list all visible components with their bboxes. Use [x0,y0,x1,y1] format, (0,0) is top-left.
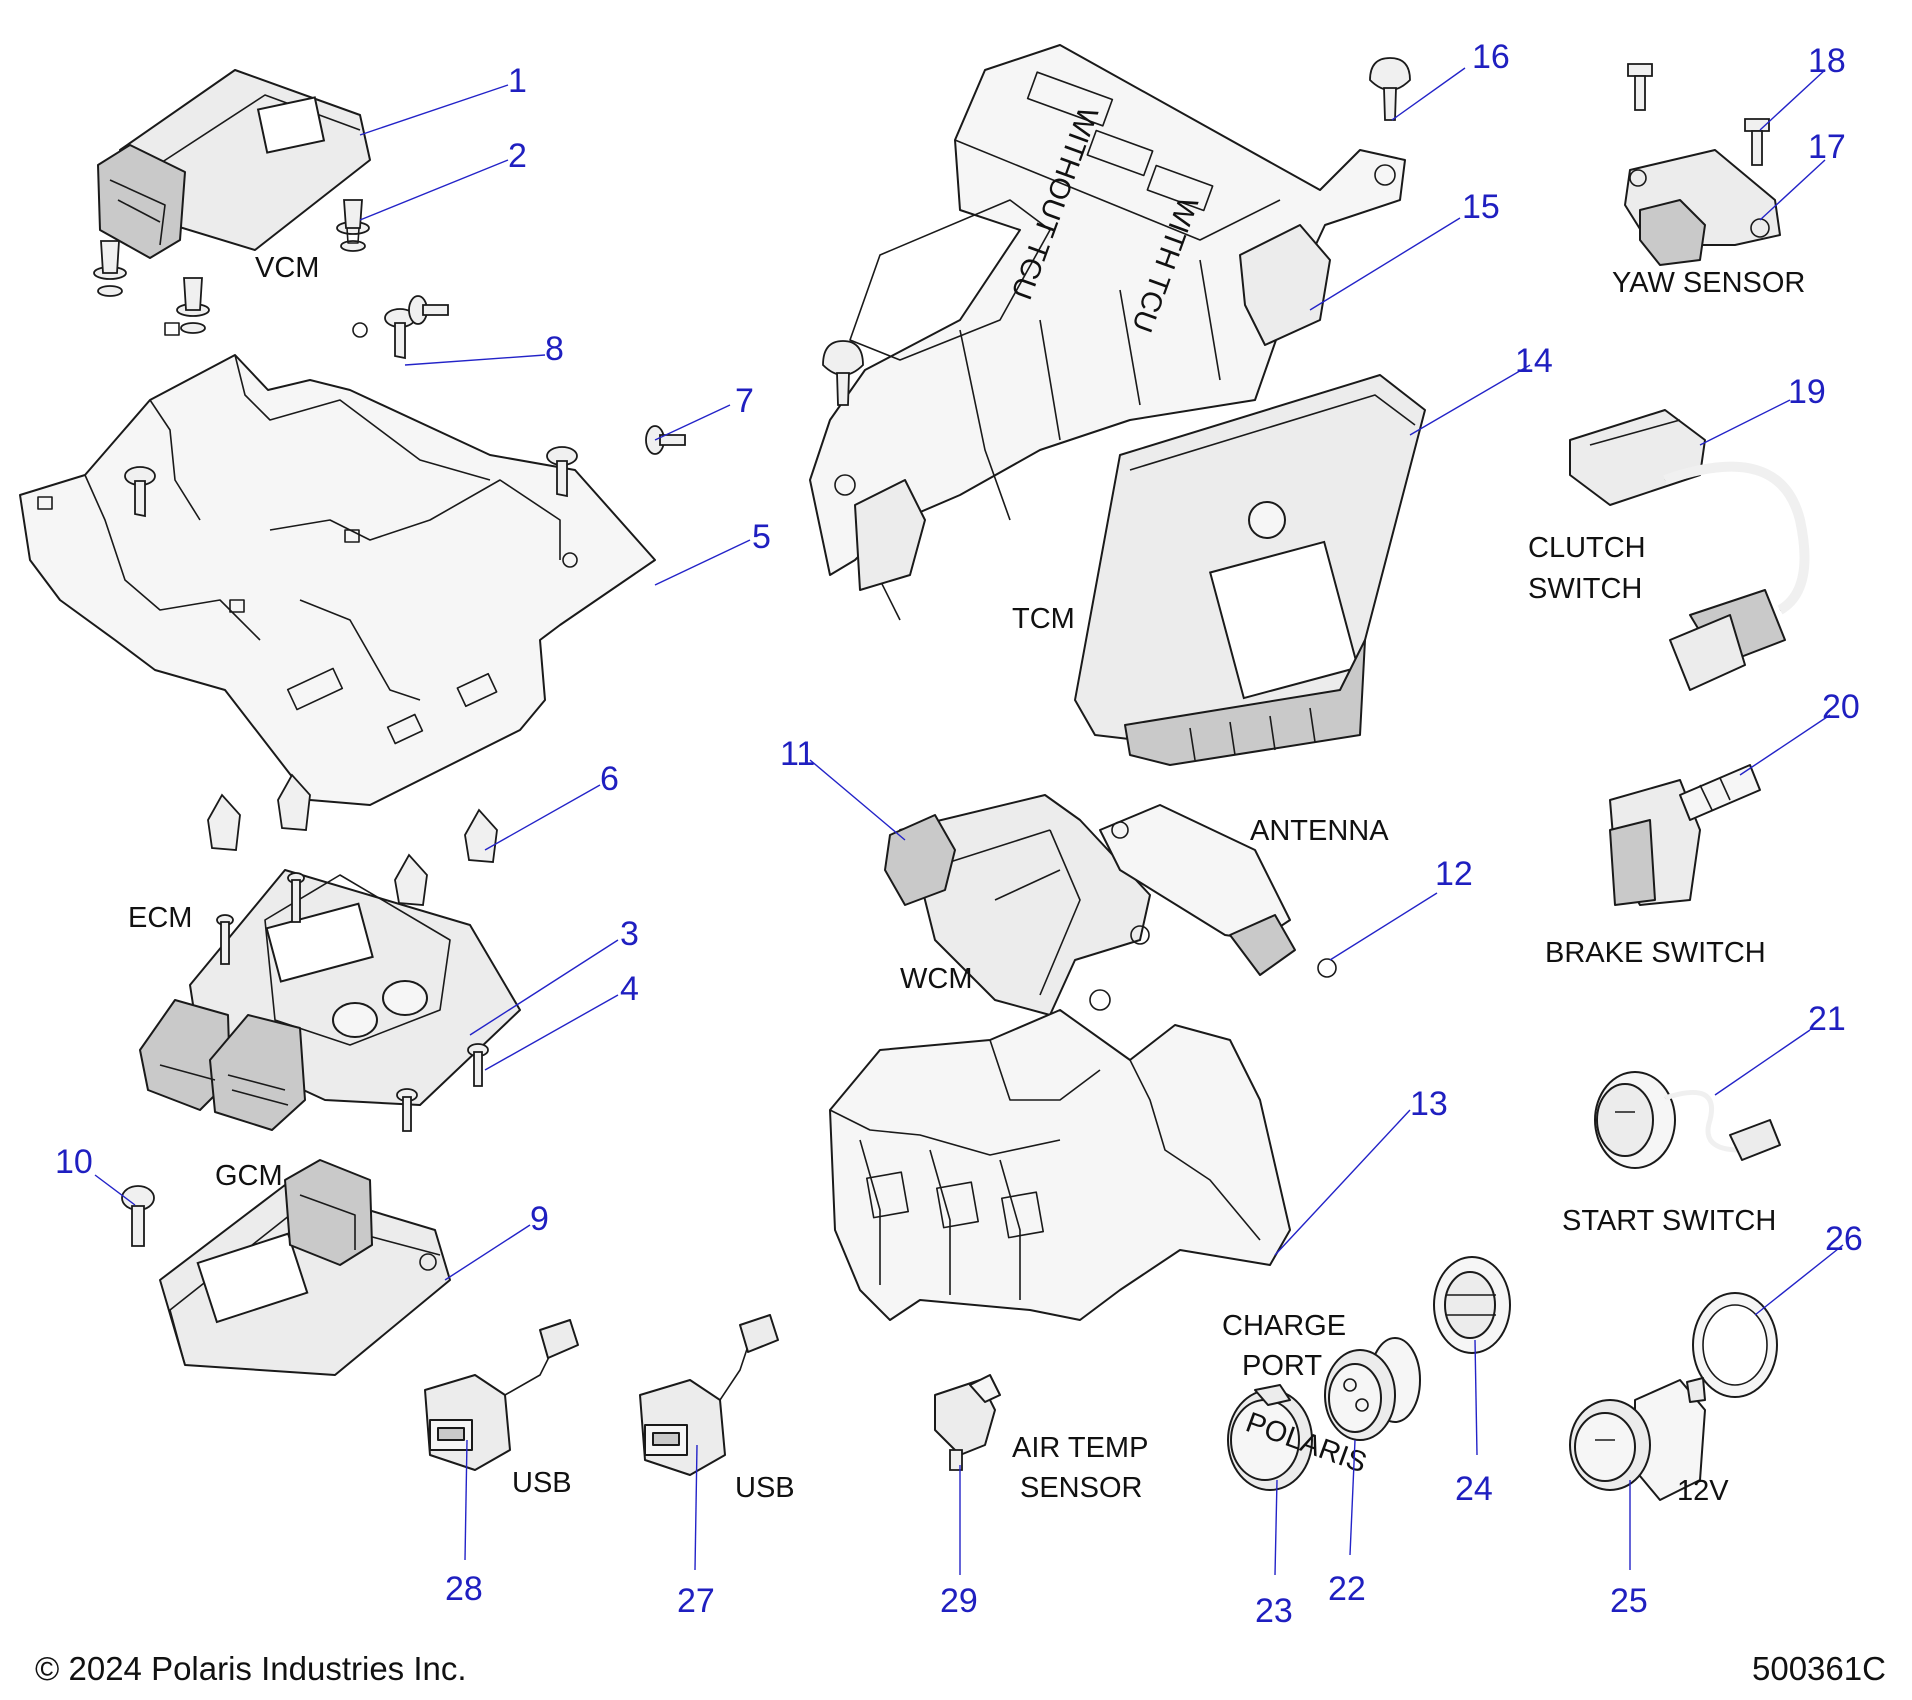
antenna [1099,804,1337,978]
label-brake-switch: BRAKE SWITCH [1545,937,1766,969]
callout-19: 19 [1788,373,1826,411]
callout-21: 21 [1808,1000,1846,1038]
callout-numbers: 1 2 3 4 5 6 7 8 9 10 11 12 13 14 15 16 1… [55,38,1863,1630]
gcm-module [159,1159,451,1376]
tcm-tray: WITHOUT TCU WITH TCU [809,44,1406,621]
tcm-module [1074,374,1426,766]
callout-6: 6 [600,760,619,798]
callout-8: 8 [545,330,564,368]
label-gcm: GCM [215,1160,283,1192]
bracket-screws [124,295,686,518]
label-antenna: ANTENNA [1250,815,1389,847]
callout-20: 20 [1822,688,1860,726]
callout-16: 16 [1472,38,1510,76]
callout-1: 1 [508,62,527,100]
label-charge-port-line1: CHARGE [1222,1310,1346,1342]
brake-switch [1609,764,1761,906]
vcm-push-pins [93,199,370,334]
usb-port-28 [424,1319,579,1471]
callout-24: 24 [1455,1470,1493,1508]
twelve-volt-outlet [1569,1377,1706,1501]
callout-25: 25 [1610,1582,1648,1620]
callout-13: 13 [1410,1085,1448,1123]
wcm-module [884,794,1151,1016]
drawing-number: 500361C [1752,1650,1886,1687]
yaw-sensor-bolts [1627,63,1770,166]
label-usb-27: USB [735,1472,795,1504]
callout-2: 2 [508,137,527,175]
start-switch [1594,1071,1781,1169]
label-charge-port-line2: PORT [1242,1350,1322,1382]
label-vcm: VCM [255,252,319,284]
washer [1692,1292,1778,1398]
label-clutch-switch-line2: SWITCH [1528,573,1642,605]
label-tcm: TCM [1012,603,1075,635]
callout-10: 10 [55,1143,93,1181]
callout-27: 27 [677,1582,715,1620]
label-12v: 12V [1677,1475,1729,1507]
mounting-bracket [19,322,656,806]
charge-port [1324,1337,1421,1441]
lower-bracket [829,1009,1291,1321]
label-air-temp-line2: SENSOR [1020,1472,1142,1504]
copyright-text: © 2024 Polaris Industries Inc. [35,1650,467,1687]
callout-9: 9 [530,1200,549,1238]
callout-26: 26 [1825,1220,1863,1258]
callout-14: 14 [1515,342,1553,380]
usb-port-27 [639,1314,779,1476]
callout-12: 12 [1435,855,1473,893]
label-ecm: ECM [128,902,192,934]
callout-3: 3 [620,915,639,953]
callout-28: 28 [445,1570,483,1608]
ecm-module [139,869,521,1131]
clutch-switch [1569,409,1810,691]
callout-5: 5 [752,518,771,556]
label-clutch-switch-line1: CLUTCH [1528,532,1646,564]
vcm-module [97,69,371,259]
callout-4: 4 [620,970,639,1008]
label-wcm: WCM [900,963,972,995]
label-air-temp-line1: AIR TEMP [1012,1432,1148,1464]
air-temp-sensor [934,1374,1001,1471]
yaw-sensor [1624,149,1781,266]
callout-18: 18 [1808,42,1846,80]
leader-lines [94,67,1844,1576]
ecm-screws [216,872,489,1132]
gcm-screw [121,1185,155,1247]
callout-11: 11 [780,735,815,773]
tray-push-rivets [822,57,1411,406]
charge-port-nut [1433,1256,1511,1354]
speed-nut-clips [207,773,498,906]
callout-23: 23 [1255,1592,1293,1630]
label-start-switch: START SWITCH [1562,1205,1776,1237]
part-name-labels: VCM TCM YAW SENSOR CLUTCH SWITCH ANTENNA… [128,252,1805,1507]
callout-15: 15 [1462,188,1500,226]
label-yaw-sensor: YAW SENSOR [1612,267,1805,299]
callout-29: 29 [940,1582,978,1620]
callout-22: 22 [1328,1570,1366,1608]
callout-7: 7 [735,382,754,420]
label-usb-28: USB [512,1467,572,1499]
callout-17: 17 [1808,128,1846,166]
